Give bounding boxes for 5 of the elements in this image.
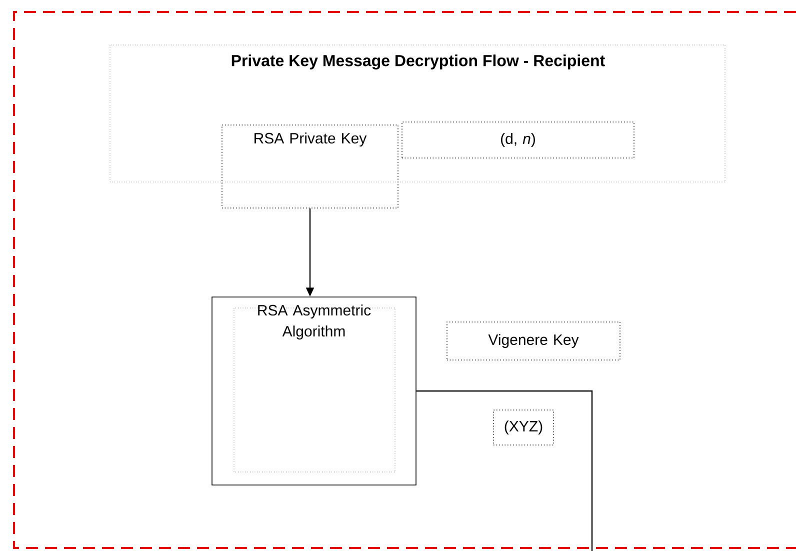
text-box: (XYZ) (493, 410, 554, 446)
process-box: RSA Asymmetric Algorithm (212, 296, 416, 486)
text-box: Vigenere Key (446, 322, 620, 360)
text-box: RSA Private Key (222, 124, 398, 208)
text-box: (d, n) (402, 122, 634, 158)
